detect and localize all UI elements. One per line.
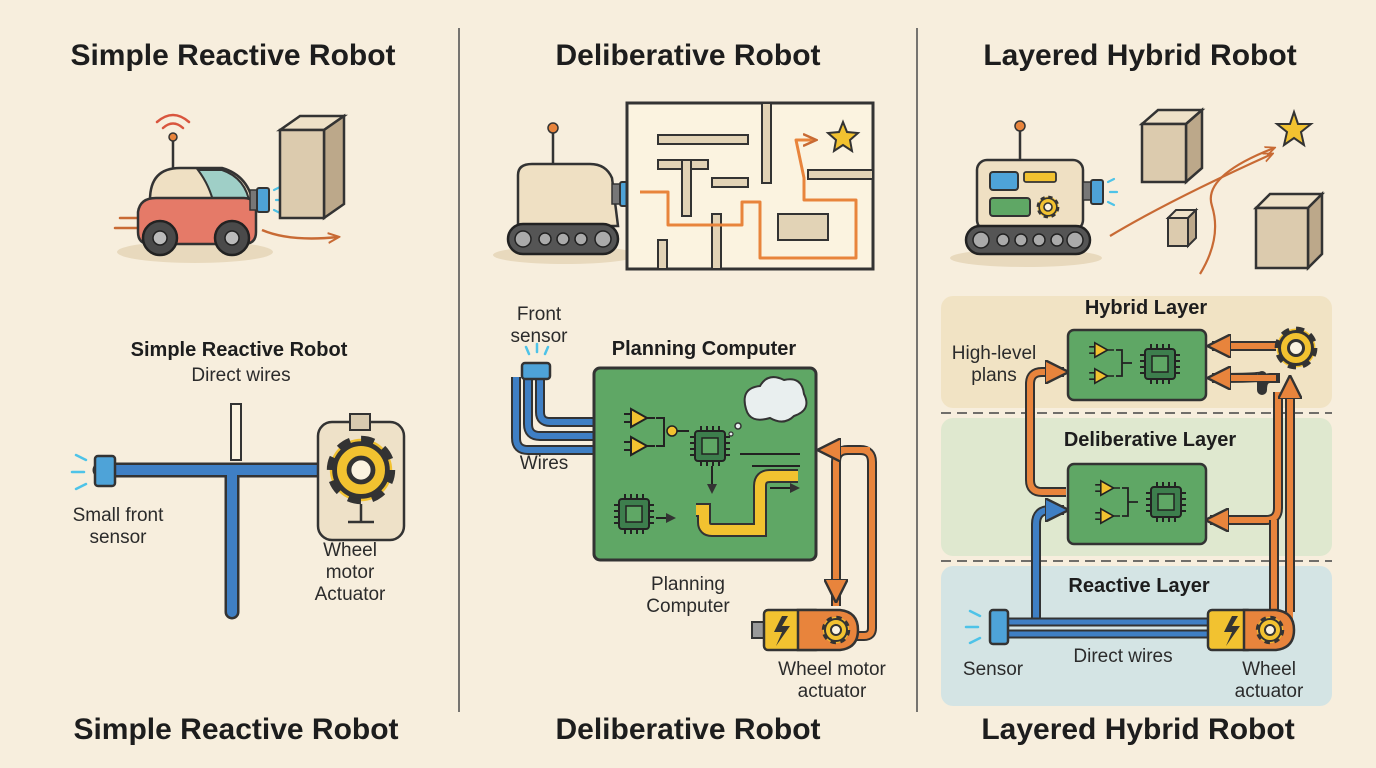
star-icon xyxy=(1274,108,1314,148)
hybrid-layer-title: Hybrid Layer xyxy=(1084,297,1208,319)
obstacle-box xyxy=(276,113,348,221)
panel2-board-title: Planning Computer xyxy=(611,338,797,360)
lightning-icon xyxy=(774,616,790,646)
panel1-actuator-label-2: motor xyxy=(325,562,375,583)
panel3-plans-label-1: High-level xyxy=(951,343,1037,364)
sensor-icon xyxy=(93,454,117,488)
panel2-actuator-label-1: Wheel motor xyxy=(778,659,886,680)
cloud-icon xyxy=(743,376,808,423)
panel1-subtitle: Simple Reactive Robot xyxy=(130,339,348,361)
gear-icon xyxy=(1274,326,1318,370)
panel1-title-bottom: Simple Reactive Robot xyxy=(73,713,399,746)
maze-icon xyxy=(625,101,875,271)
lightning-icon xyxy=(1224,616,1240,646)
panel2-sensor-label-1: Front xyxy=(516,304,562,325)
panel1-subtitle-note: Direct wires xyxy=(191,365,291,386)
reactive-layer-title: Reactive Layer xyxy=(1068,575,1210,597)
tracked-robot-icon xyxy=(493,122,648,264)
panel3-plans-label-2: plans xyxy=(971,365,1017,386)
panel3-sensor-label: Sensor xyxy=(962,659,1024,680)
panel1-actuator-label-3: Actuator xyxy=(314,584,386,605)
panel3-actuator-label-1: Wheel xyxy=(1242,659,1296,680)
reactive-wire-diagram xyxy=(70,403,406,620)
layered-diagram xyxy=(941,296,1332,706)
panel1-sensor-label-1: Small front xyxy=(72,505,164,526)
panel2-title-bottom: Deliberative Robot xyxy=(555,713,821,746)
motor-icon xyxy=(1206,608,1296,652)
panel3-wires-label: Direct wires xyxy=(1073,646,1173,667)
robot-car-icon xyxy=(113,113,338,263)
panel2-computer-label-2: Computer xyxy=(646,596,730,617)
panel3-title-bottom: Layered Hybrid Robot xyxy=(981,713,1295,746)
panel1-title-top: Simple Reactive Robot xyxy=(70,39,396,72)
motor-icon xyxy=(751,608,860,652)
panel1-actuator-label-1: Wheel xyxy=(323,540,377,561)
panel1-sensor-label-2: sensor xyxy=(89,527,147,548)
sensor-icon xyxy=(988,608,1010,646)
deliberative-layer-title: Deliberative Layer xyxy=(1063,429,1237,451)
deliberative-circuit xyxy=(511,342,877,652)
panel2-wires-label: Wires xyxy=(519,453,569,474)
gear-icon xyxy=(330,439,392,501)
panel2-computer-label-1: Planning xyxy=(651,574,725,595)
hybrid-robot-icon xyxy=(950,120,1119,267)
panel2-title-top: Deliberative Robot xyxy=(555,39,821,72)
panel2-sensor-label-2: sensor xyxy=(510,326,568,347)
panel3-title-top: Layered Hybrid Robot xyxy=(983,39,1297,72)
chip-icon xyxy=(689,425,731,467)
hybrid-scene xyxy=(1109,107,1326,275)
star-icon xyxy=(825,119,861,154)
panel3-actuator-label-2: actuator xyxy=(1234,681,1304,702)
panel2-actuator-label-2: actuator xyxy=(797,681,867,702)
